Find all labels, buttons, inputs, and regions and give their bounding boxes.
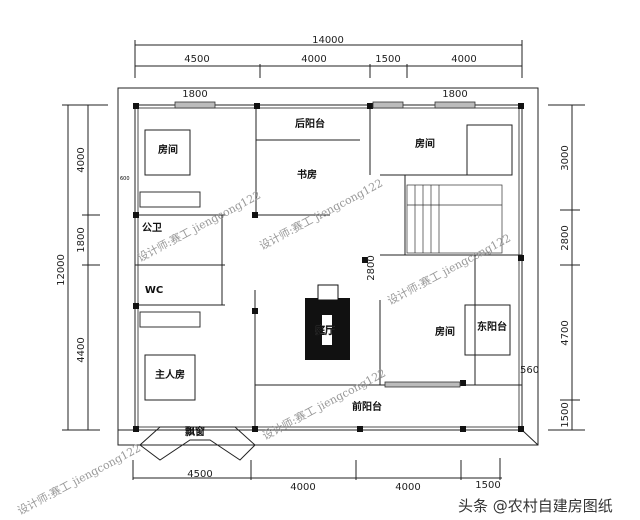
dim-top-4: 4000 — [451, 54, 476, 65]
dim-window-left: 1800 — [182, 89, 207, 100]
window-nw — [174, 101, 216, 109]
bed-master — [144, 354, 196, 401]
bed-ne — [466, 124, 513, 176]
walls — [134, 104, 523, 431]
window-back — [372, 101, 404, 109]
dim-inner-2800: 2800 — [366, 255, 377, 280]
brand-watermark: 头条 @农村自建房图纸 — [458, 497, 613, 515]
dim-bottom-1: 4500 — [187, 469, 212, 480]
wardrobe-nw — [139, 191, 201, 208]
room-east-balcony: 东阳台 — [477, 320, 507, 333]
columns — [133, 103, 524, 432]
outer-frame — [117, 87, 539, 446]
dim-left-2: 1800 — [76, 227, 87, 252]
dim-top-total: 14000 — [312, 35, 344, 46]
dim-right-2: 2800 — [560, 225, 571, 250]
top-dimensions — [134, 40, 523, 78]
bottom-dimensions — [132, 458, 502, 480]
room-public-bath: 公卫 — [142, 222, 162, 234]
window-front — [384, 381, 461, 388]
staircase — [406, 184, 503, 254]
watermark: 设计师:赛工 jiengcong122 — [385, 231, 513, 308]
dim-right-1: 3000 — [560, 145, 571, 170]
room-hall: 庭厅 — [315, 324, 335, 337]
room-bedroom-ne: 房间 — [415, 137, 435, 150]
room-study: 书房 — [297, 168, 317, 181]
left-dimensions — [62, 104, 108, 431]
dim-top-1: 4500 — [184, 54, 209, 65]
dim-top-3: 1500 — [375, 54, 400, 65]
bay-window-shape — [139, 426, 256, 461]
room-bedroom-e: 房间 — [435, 325, 455, 338]
dim-window-right: 1800 — [442, 89, 467, 100]
dim-bottom-2: 4000 — [290, 482, 315, 493]
room-bay-window: 飘窗 — [185, 425, 205, 438]
dim-top-2: 4000 — [301, 54, 326, 65]
wardrobe-master — [139, 311, 201, 328]
room-master-bedroom: 主人房 — [155, 368, 185, 381]
dim-left-3: 4400 — [76, 337, 87, 362]
dim-bottom-3: 4000 — [395, 482, 420, 493]
room-bedroom-nw: 房间 — [158, 143, 178, 156]
dim-left-1: 4000 — [76, 147, 87, 172]
dim-bottom-4: 1500 — [475, 480, 500, 491]
room-back-balcony: 后阳台 — [295, 117, 325, 130]
dim-left-total: 12000 — [56, 254, 67, 286]
bed-nw — [144, 129, 191, 176]
dim-right-4: 1500 — [560, 402, 571, 427]
watermark: 设计师:赛工 jiengcong122 — [257, 176, 385, 253]
sofa-set — [305, 284, 350, 360]
dim-right-3: 4700 — [560, 320, 571, 345]
window-ne — [434, 101, 476, 109]
room-front-balcony: 前阳台 — [352, 400, 382, 413]
room-wc: WC — [145, 285, 163, 296]
dim-560: 560 — [520, 365, 539, 376]
bed-e — [464, 304, 511, 356]
dim-600: 600 — [120, 176, 130, 182]
watermark: 设计师:赛工 jiengcong122 — [15, 441, 143, 518]
right-dimensions — [548, 104, 585, 431]
